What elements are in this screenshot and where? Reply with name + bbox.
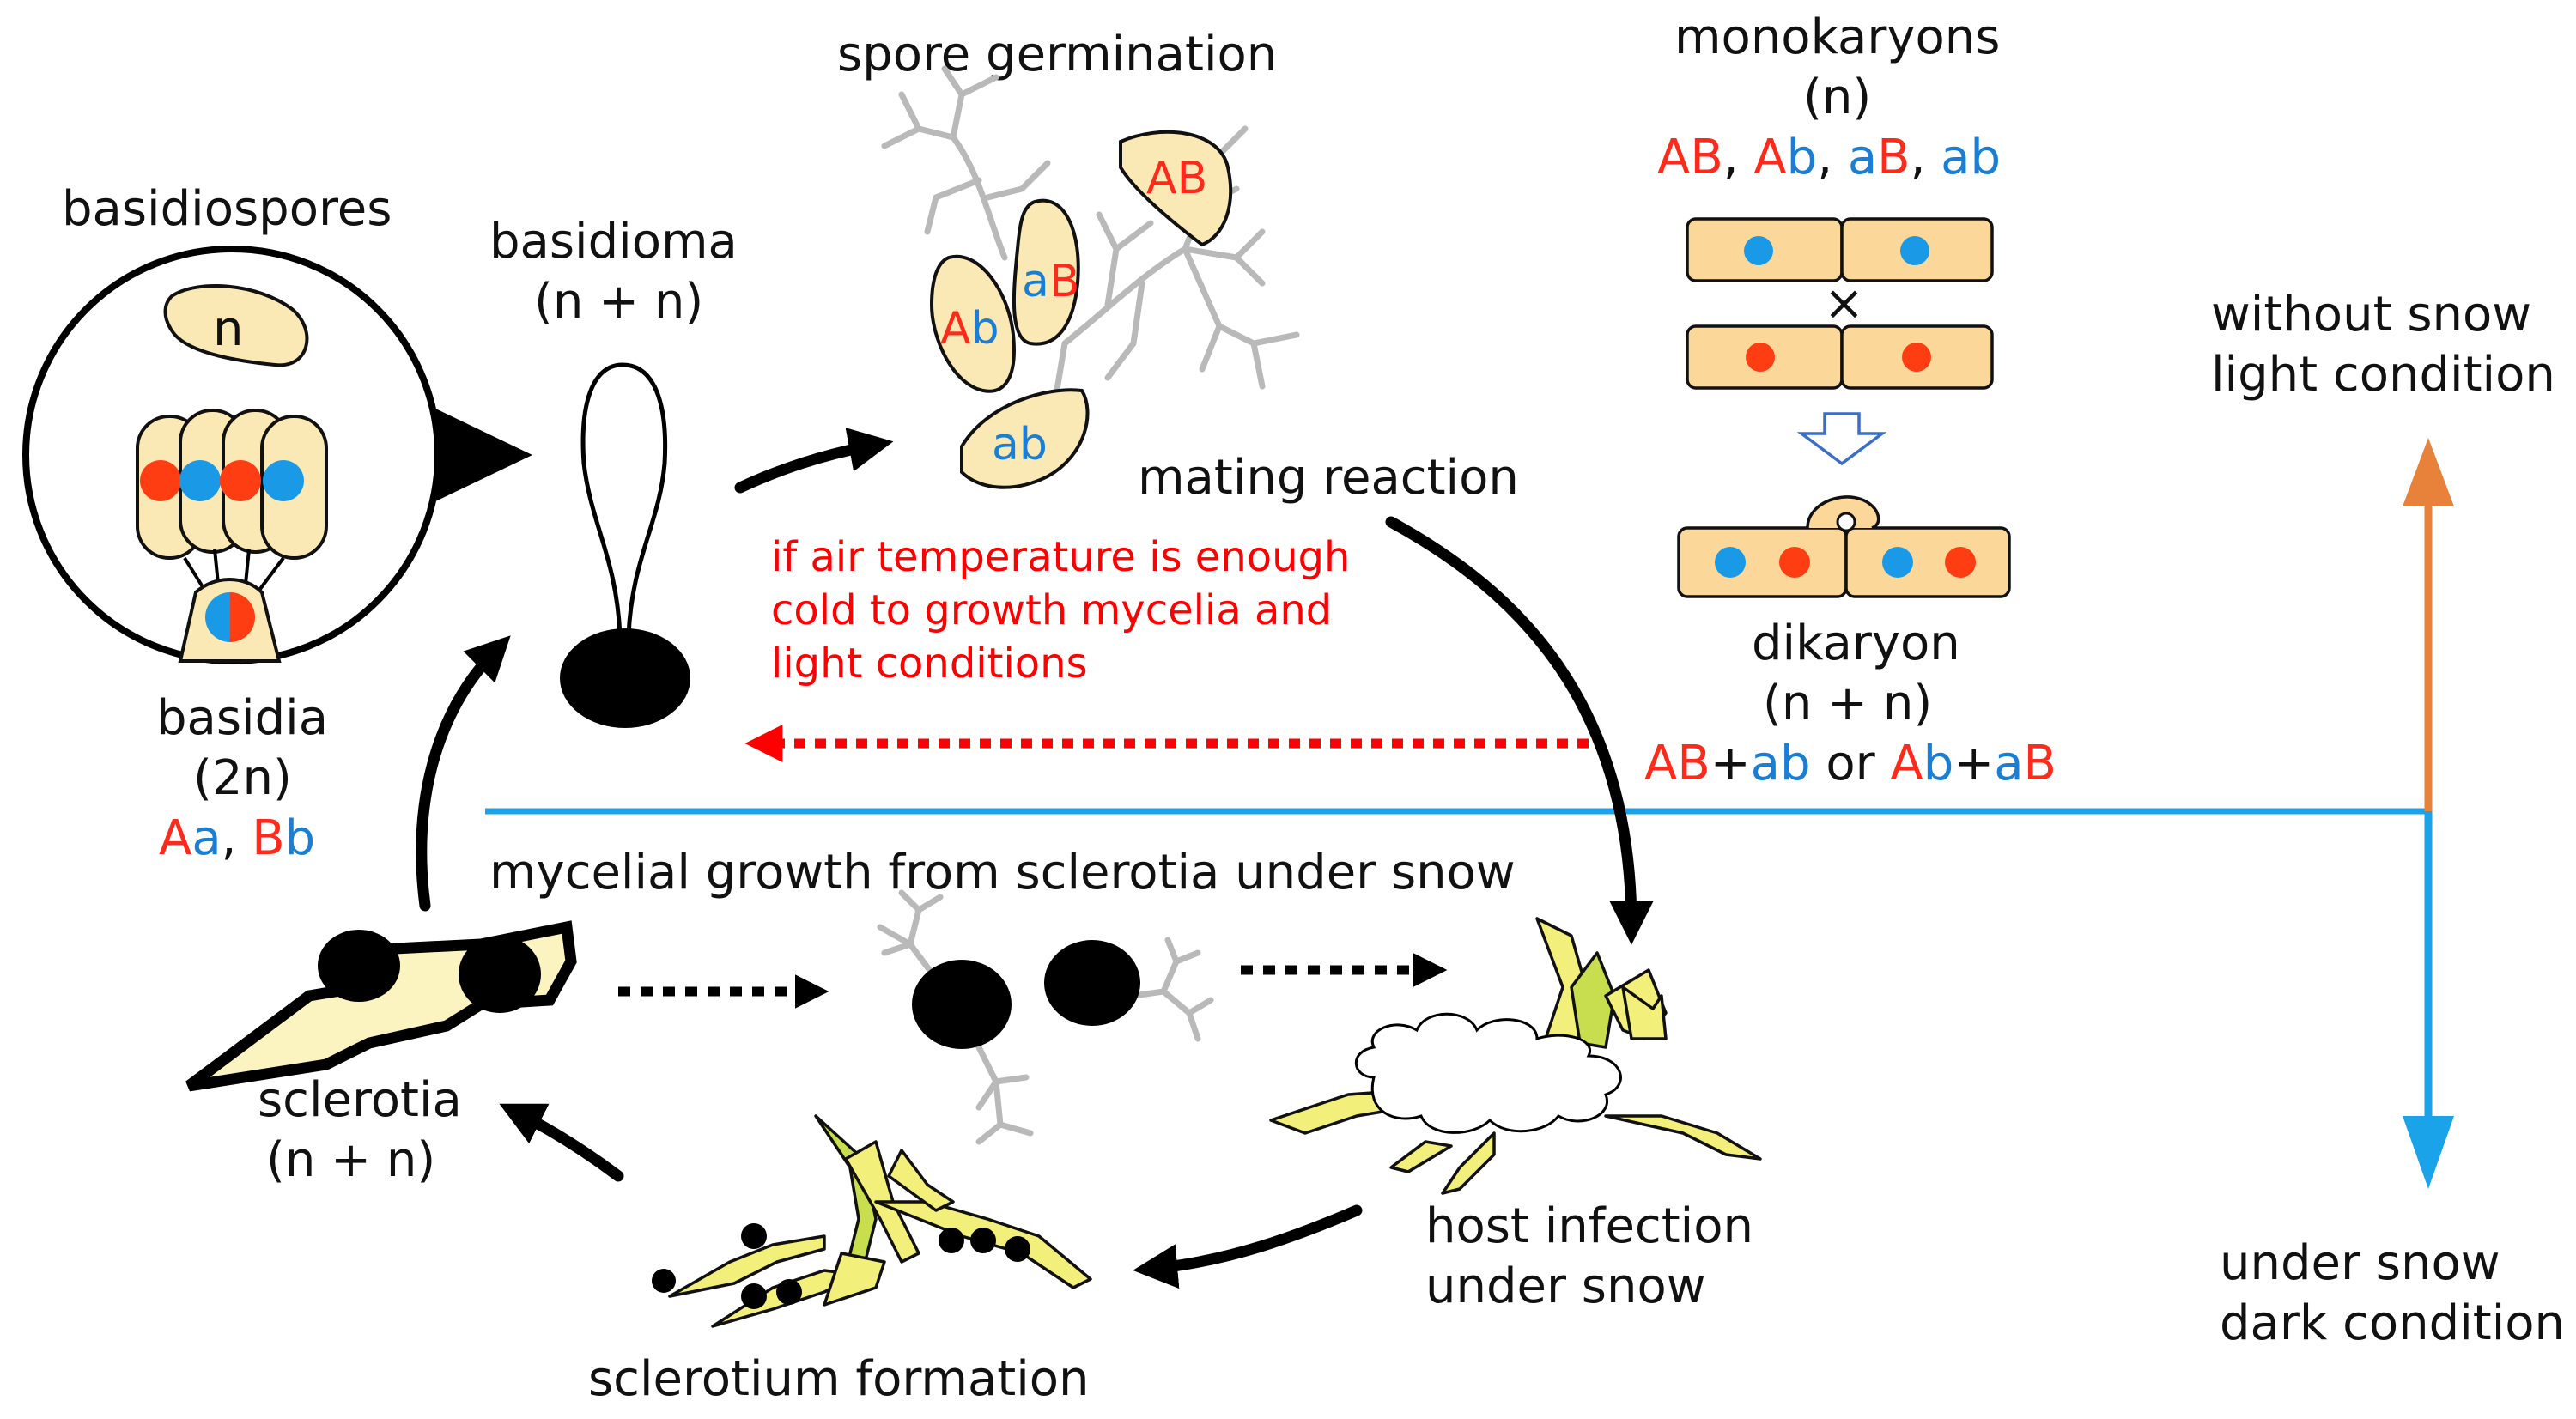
under-snow-infection-label: under snow bbox=[1425, 1258, 1706, 1314]
snow-cloud bbox=[1354, 1012, 1622, 1134]
spore-aB bbox=[1012, 198, 1080, 346]
basidia-labels: basidia (2n) Aa, Bb bbox=[156, 690, 328, 866]
blue-nucleus bbox=[1882, 547, 1913, 578]
spore-germination-group: spore germination AB aB Ab ab bbox=[837, 27, 1300, 489]
mycelial-growth-label: mycelial growth from sclerotia under sno… bbox=[489, 845, 1516, 901]
pointer-triangle bbox=[434, 408, 532, 502]
basidiospores-label: basidiospores bbox=[62, 181, 392, 237]
spore-aB-genotype: aB bbox=[1022, 256, 1080, 307]
spore-AB-genotype: AB bbox=[1146, 153, 1207, 204]
red-nucleus bbox=[1945, 547, 1976, 578]
sclerotium bbox=[318, 930, 400, 1002]
sclerotium bbox=[459, 936, 541, 1013]
sclerotium bbox=[1044, 940, 1140, 1026]
basidia-ploidy: (2n) bbox=[193, 750, 292, 806]
sclerotium-formation-label: sclerotium formation bbox=[588, 1351, 1090, 1407]
spore-Ab-genotype: Ab bbox=[940, 303, 999, 355]
germinating-hyphae bbox=[881, 65, 1300, 433]
arrow-to-infection bbox=[1385, 516, 1654, 945]
blue-nucleus bbox=[1900, 236, 1929, 265]
cross-symbol: × bbox=[1824, 276, 1864, 331]
red-nucleus bbox=[220, 460, 261, 501]
blue-nucleus bbox=[263, 460, 304, 501]
basidioma-label: basidioma bbox=[489, 214, 738, 270]
sclerotia-label: sclerotia bbox=[258, 1072, 462, 1128]
red-nucleus bbox=[1902, 343, 1931, 372]
basidioma-stalk bbox=[580, 362, 668, 638]
basidioma-group: basidioma (n + n) bbox=[489, 214, 738, 728]
cold-note-line3: light conditions bbox=[771, 640, 1088, 688]
light-condition-label: light condition bbox=[2211, 347, 2555, 403]
spore-Ab bbox=[929, 254, 1016, 393]
monokaryon-genotypes: AB, Ab, aB, ab bbox=[1657, 130, 2001, 185]
dark-condition-label: dark condition bbox=[2220, 1295, 2565, 1351]
basidioma-ploidy: (n + n) bbox=[534, 274, 703, 330]
dikaryon-cell bbox=[1844, 526, 2011, 598]
host-infection-label: host infection bbox=[1425, 1198, 1753, 1254]
red-nucleus bbox=[1746, 343, 1775, 372]
arrow-to-germination bbox=[734, 428, 894, 494]
basidia-genotype: Aa, Bb bbox=[159, 810, 315, 866]
dikaryon-genotypes: AB+ab or Ab+aB bbox=[1644, 736, 2057, 791]
diploid-nucleus-blue-half bbox=[205, 592, 230, 642]
sclerotia-group: sclerotia (n + n) bbox=[185, 920, 577, 1188]
released-spore bbox=[163, 284, 309, 367]
dikaryon-ploidy: (n + n) bbox=[1763, 676, 1932, 731]
spore-ab-genotype: ab bbox=[992, 419, 1048, 470]
mating-panel: monokaryons (n) AB, Ab, aB, ab × dikaryo… bbox=[1644, 9, 2057, 791]
sclerotium bbox=[912, 960, 1012, 1049]
hollow-down-arrow bbox=[1796, 412, 1887, 466]
mating-reaction-label: mating reaction bbox=[1138, 450, 1519, 506]
arrow-to-sclerotia bbox=[499, 1103, 624, 1182]
host-infection-group: host infection under snow bbox=[1269, 917, 1762, 1314]
basidioma-sclerotium bbox=[560, 628, 690, 728]
red-nucleus bbox=[1779, 547, 1810, 578]
sclerotia-ploidy: (n + n) bbox=[266, 1132, 435, 1188]
arrow-to-basidioma bbox=[416, 635, 511, 912]
sclerotium-formation-group: sclerotium formation bbox=[588, 1114, 1092, 1407]
blue-nucleus bbox=[179, 460, 221, 501]
clamp-connection bbox=[1806, 495, 1880, 530]
dikaryon-cell bbox=[1677, 526, 1848, 598]
spore-ploidy-label: n bbox=[213, 301, 244, 357]
spore-AB bbox=[1119, 130, 1233, 247]
dikaryon-label: dikaryon bbox=[1752, 616, 1960, 671]
germinating-sclerotia bbox=[877, 889, 1214, 1145]
basidia-label: basidia bbox=[156, 690, 328, 746]
without-snow-label: without snow bbox=[2211, 287, 2531, 343]
diploid-nucleus-red-half bbox=[230, 592, 255, 642]
cold-note-line2: cold to growth mycelia and bbox=[771, 586, 1332, 634]
basidium-spores bbox=[136, 409, 328, 663]
light-arrow-head bbox=[2403, 438, 2454, 506]
blue-nucleus bbox=[1715, 547, 1746, 578]
basidiospores-group: basidiospores n bbox=[22, 181, 532, 664]
blue-nucleus bbox=[1744, 236, 1773, 265]
spore-germination-label: spore germination bbox=[837, 27, 1277, 82]
cold-note-line1: if air temperature is enough bbox=[771, 533, 1350, 581]
red-nucleus bbox=[140, 460, 181, 501]
dark-arrow-head bbox=[2403, 1116, 2454, 1189]
cold-condition-note: if air temperature is enough cold to gro… bbox=[771, 533, 1350, 688]
spore-ab bbox=[960, 388, 1090, 489]
monokaryons-ploidy: (n) bbox=[1803, 70, 1871, 125]
arrow-to-formation bbox=[1133, 1204, 1363, 1289]
under-snow-label: under snow bbox=[2220, 1235, 2500, 1291]
monokaryons-label: monokaryons bbox=[1674, 9, 2000, 65]
